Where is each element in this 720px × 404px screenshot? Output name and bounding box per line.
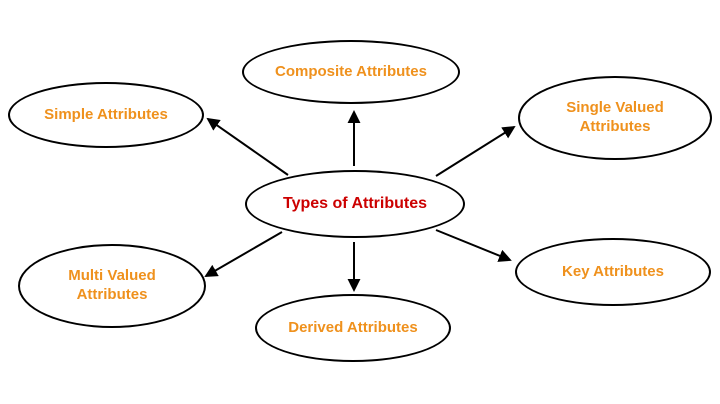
node-composite-attributes-label: Composite Attributes — [275, 62, 427, 80]
arrow-to-simple — [206, 117, 289, 176]
node-simple-attributes: Simple Attributes — [8, 82, 204, 148]
node-single-valued-attributes: Single Valued Attributes — [518, 76, 712, 160]
arrow-to-single-valued — [435, 125, 516, 177]
node-key-attributes-label: Key Attributes — [562, 262, 664, 280]
node-multi-valued-attributes-label: Multi Valued Attributes — [68, 267, 156, 303]
node-types-of-attributes-label: Types of Attributes — [282, 195, 427, 212]
node-multi-valued-attributes: Multi Valued Attributes — [18, 244, 206, 328]
arrow-to-key — [435, 229, 512, 262]
node-single-valued-attributes-label: Single Valued Attributes — [566, 99, 664, 135]
node-derived-attributes: Derived Attributes — [255, 294, 451, 362]
node-simple-attributes-label: Simple Attributes — [44, 105, 168, 123]
node-types-of-attributes: Types of Attributes — [245, 170, 465, 238]
node-composite-attributes: Composite Attributes — [242, 40, 460, 104]
arrow-to-multi-valued — [204, 231, 283, 277]
node-key-attributes: Key Attributes — [515, 238, 711, 306]
node-derived-attributes-label: Derived Attributes — [288, 318, 418, 336]
